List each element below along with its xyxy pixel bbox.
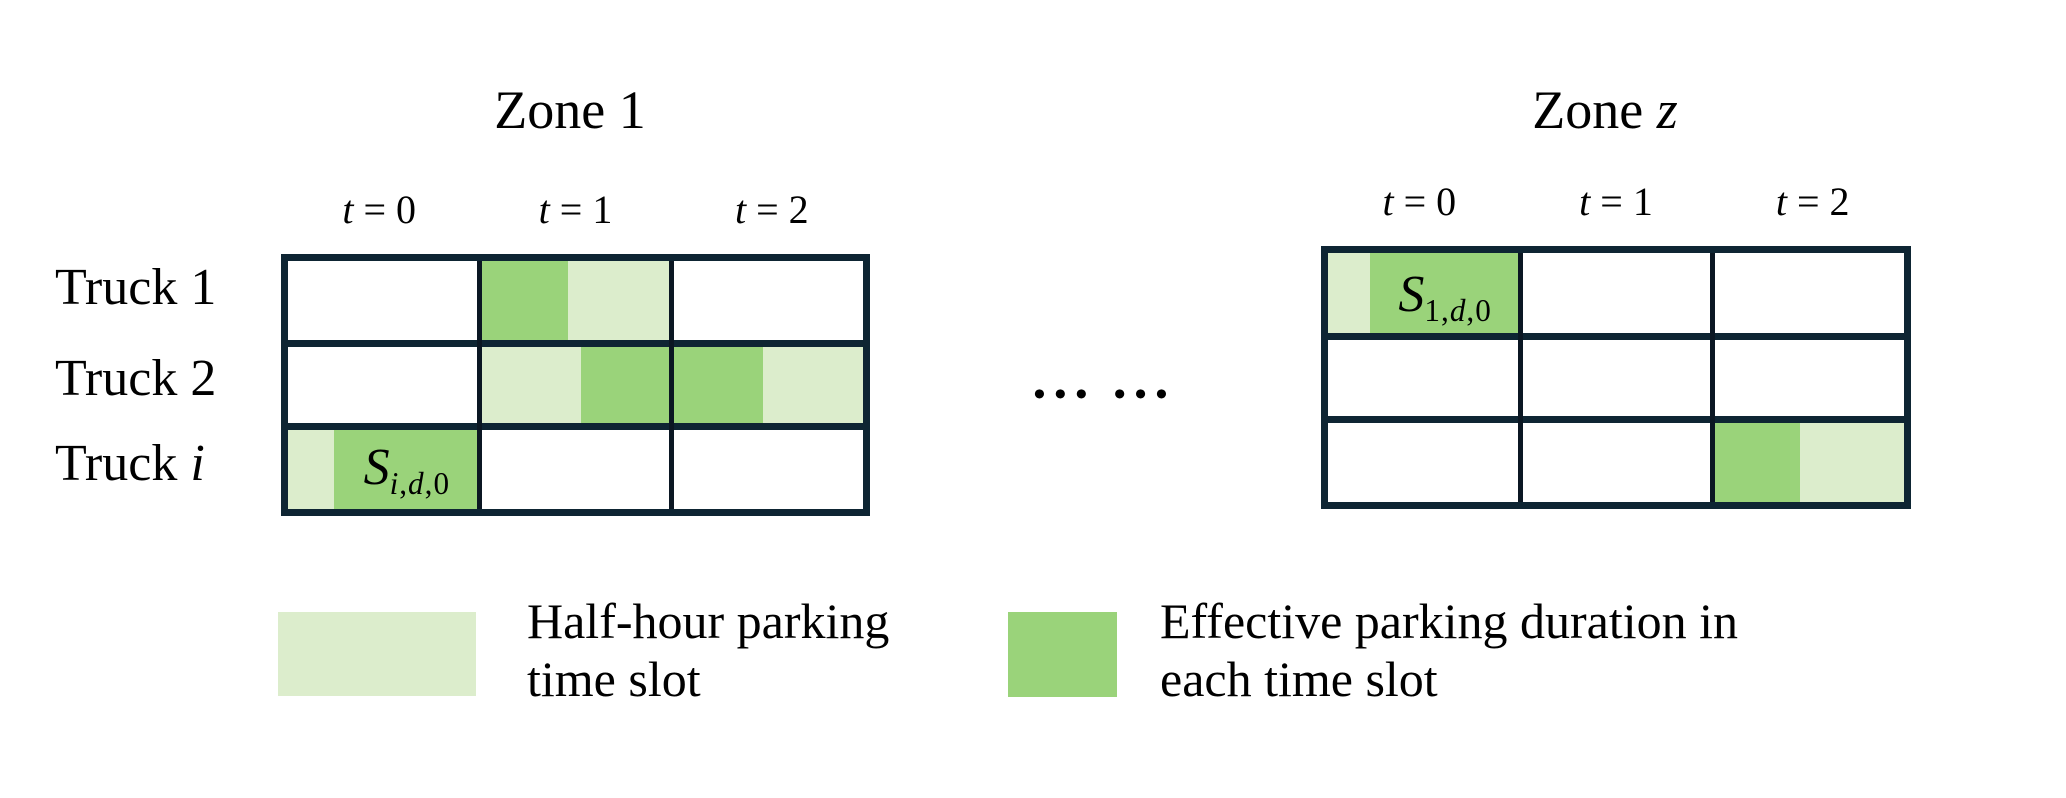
grid-cell-r0-c0: S1,d,0 <box>1328 253 1520 336</box>
zone-title: Zone 1 <box>494 80 646 140</box>
legend-label-line: each time slot <box>1160 651 1438 707</box>
halfhour-slot-segment <box>479 343 582 427</box>
truck-label: Truck 1 <box>55 259 217 316</box>
effective-parking-segment <box>671 343 764 427</box>
grid-inner: Si,d,0 <box>288 261 863 509</box>
start-time-label: Si,d,0 <box>363 439 451 502</box>
halfhour-slot-segment <box>567 261 672 344</box>
effective-parking-segment: S1,d,0 <box>1370 253 1520 336</box>
row-divider <box>1328 332 1904 340</box>
grid-inner: S1,d,0 <box>1328 253 1904 502</box>
time-header: t = 0 <box>342 187 416 232</box>
halfhour-slot-segment <box>763 343 863 427</box>
effective-parking-segment <box>479 261 568 344</box>
halfhour-slot-segment <box>288 426 334 509</box>
zone-separator-dots: ••• ••• <box>1033 376 1177 413</box>
truck-label: Truck i <box>55 435 205 492</box>
effective-parking-segment <box>581 343 672 427</box>
legend-swatch-effective <box>1008 612 1117 697</box>
legend-label-line: Effective parking duration in <box>1160 593 1739 649</box>
row-divider <box>1328 415 1904 423</box>
legend-label-line: Half-hour parking <box>527 593 890 649</box>
grid-cell-r0-c1 <box>479 261 672 344</box>
parking-grid: Si,d,0 <box>281 254 870 516</box>
zone-title: Zone z <box>1532 80 1678 140</box>
effective-parking-segment <box>1712 419 1801 502</box>
grid-cell-r2-c2 <box>1712 419 1904 502</box>
legend-swatch-halfhour <box>278 612 476 696</box>
row-divider <box>288 422 863 430</box>
parking-grid: S1,d,0 <box>1321 246 1911 509</box>
legend-label-line: time slot <box>527 651 701 707</box>
effective-parking-segment: Si,d,0 <box>333 426 480 509</box>
time-header: t = 2 <box>1775 179 1850 224</box>
grid-cell-r1-c1 <box>479 343 672 427</box>
column-divider <box>477 261 483 509</box>
time-header: t = 2 <box>734 187 809 232</box>
time-header: t = 1 <box>538 187 613 232</box>
time-header: t = 0 <box>1382 179 1457 224</box>
truck-label: Truck 2 <box>55 350 217 407</box>
halfhour-slot-segment <box>1800 419 1904 502</box>
row-divider <box>288 340 863 348</box>
column-divider <box>1709 253 1715 502</box>
start-time-label: S1,d,0 <box>1398 266 1492 328</box>
halfhour-slot-segment <box>1328 253 1371 336</box>
column-divider <box>668 261 674 509</box>
grid-cell-r2-c0: Si,d,0 <box>288 426 480 509</box>
grid-cell-r1-c2 <box>671 343 863 427</box>
time-header: t = 1 <box>1579 179 1653 224</box>
column-divider <box>1517 253 1523 502</box>
